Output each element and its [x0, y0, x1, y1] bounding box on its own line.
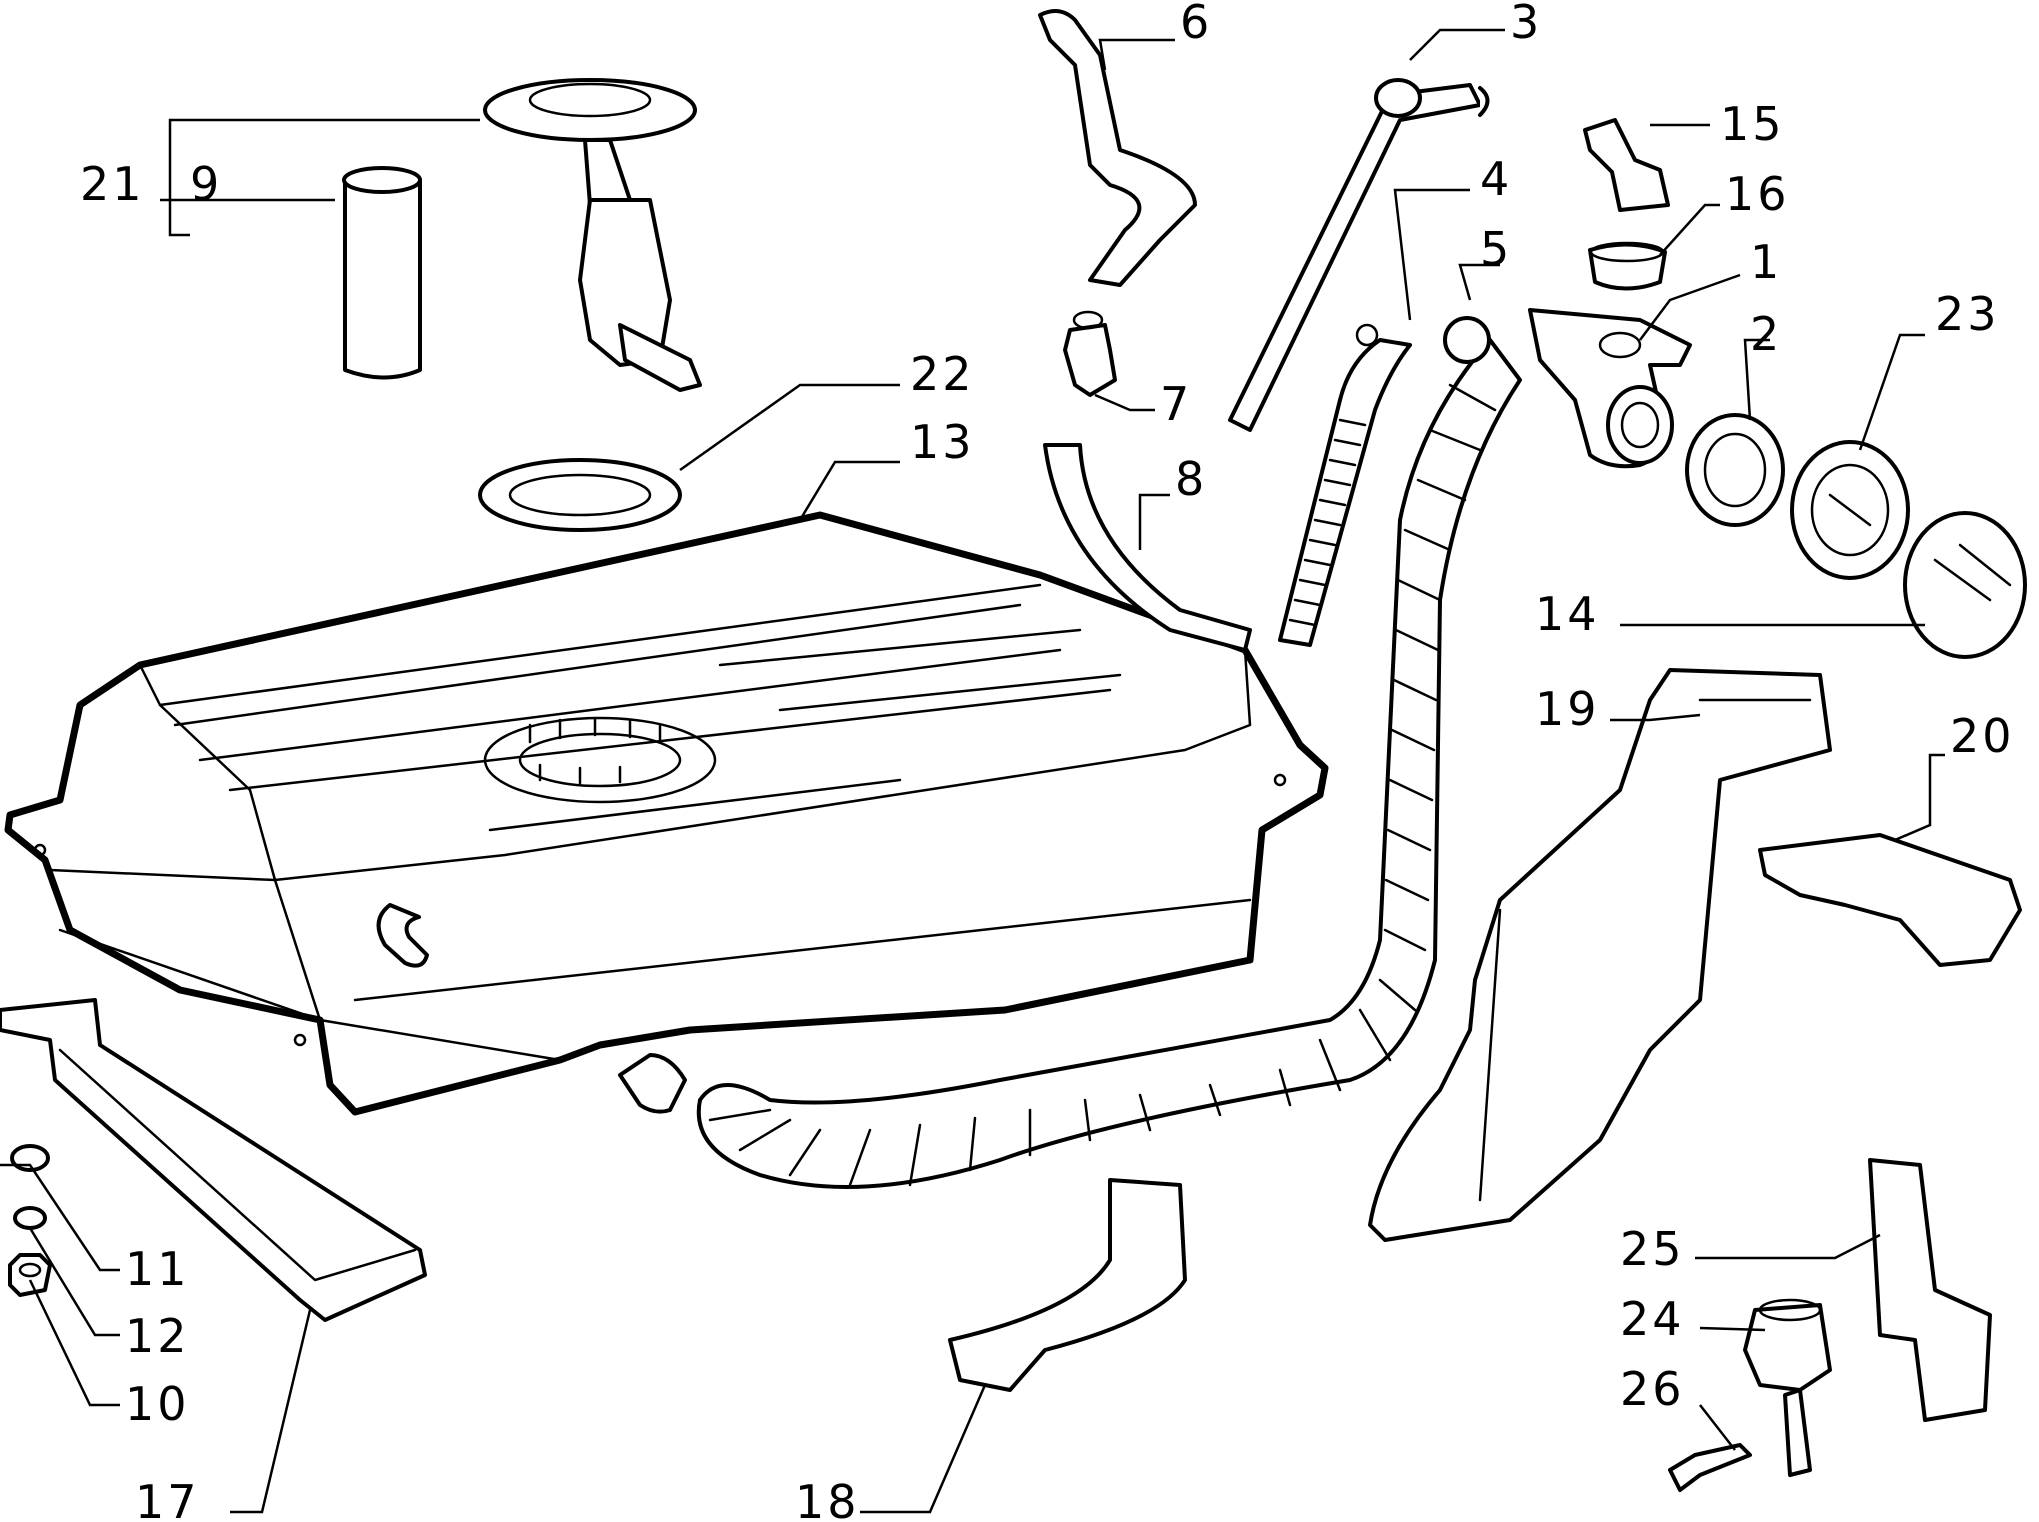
- callout-1: 1: [1750, 235, 1782, 289]
- breather-pipe-6: [1038, 9, 1197, 287]
- filler-hose: [696, 338, 1522, 1189]
- callout-24: 24: [1620, 1292, 1685, 1346]
- bolt-26: [1668, 1443, 1752, 1492]
- callout-13: 13: [910, 415, 975, 469]
- callout-22: 22: [910, 347, 975, 401]
- hose-8: [1043, 443, 1252, 652]
- pump-gasket: [478, 458, 682, 532]
- cap-ring: [1790, 440, 1910, 580]
- callout-6: 6: [1180, 0, 1212, 49]
- nut-10: [8, 1253, 52, 1297]
- callout-9: 9: [190, 157, 222, 211]
- callout-18: 18: [795, 1475, 860, 1522]
- callout-21: 21: [80, 157, 145, 211]
- callout-5: 5: [1480, 222, 1512, 276]
- callout-16: 16: [1725, 167, 1790, 221]
- tank-strap-left: [0, 998, 427, 1322]
- callout-leaders: [0, 28, 1945, 1514]
- callout-25: 25: [1620, 1222, 1685, 1276]
- callout-8: 8: [1175, 452, 1207, 506]
- callout-23: 23: [1935, 287, 2000, 341]
- vent-hose-4: [1278, 323, 1412, 647]
- fuel-tank: [4, 511, 1329, 1116]
- grommet-5: [1443, 316, 1491, 364]
- fuel-pump-assembly: [483, 78, 702, 392]
- callout-19: 19: [1535, 682, 1600, 736]
- callout-7: 7: [1160, 377, 1192, 431]
- filler-neck: [1528, 308, 1692, 469]
- vent-pipe-3: [1228, 78, 1490, 432]
- heat-shield-18: [948, 1178, 1187, 1392]
- callout-20: 20: [1950, 709, 2015, 763]
- ring-seal: [1685, 413, 1785, 527]
- callout-3: 3: [1510, 0, 1542, 49]
- valve-7: [1063, 310, 1117, 397]
- bracket-25: [1868, 1158, 1992, 1422]
- pump-strainer-tube: [342, 166, 422, 380]
- callout-2: 2: [1750, 307, 1782, 361]
- fuel-cap: [1903, 511, 2027, 659]
- callout-14: 14: [1535, 587, 1600, 641]
- bracket-20: [1758, 833, 2022, 967]
- callout-15: 15: [1720, 97, 1785, 151]
- filler-guard-19: [1368, 668, 1832, 1242]
- callout-26: 26: [1620, 1362, 1685, 1416]
- callout-4: 4: [1480, 152, 1512, 206]
- sensor-24: [1743, 1298, 1832, 1477]
- callout-12: 12: [125, 1309, 190, 1363]
- callout-17: 17: [135, 1475, 200, 1522]
- spring-washer-12: [13, 1206, 47, 1230]
- grommet-16: [1588, 241, 1667, 291]
- vent-elbow-15: [1583, 118, 1670, 212]
- callout-11: 11: [125, 1242, 190, 1296]
- callout-labels: 6 3 15 4 16 5 1 23 2 21 9 22 7 13 8 14 1…: [80, 0, 2015, 1522]
- callout-10: 10: [125, 1377, 190, 1431]
